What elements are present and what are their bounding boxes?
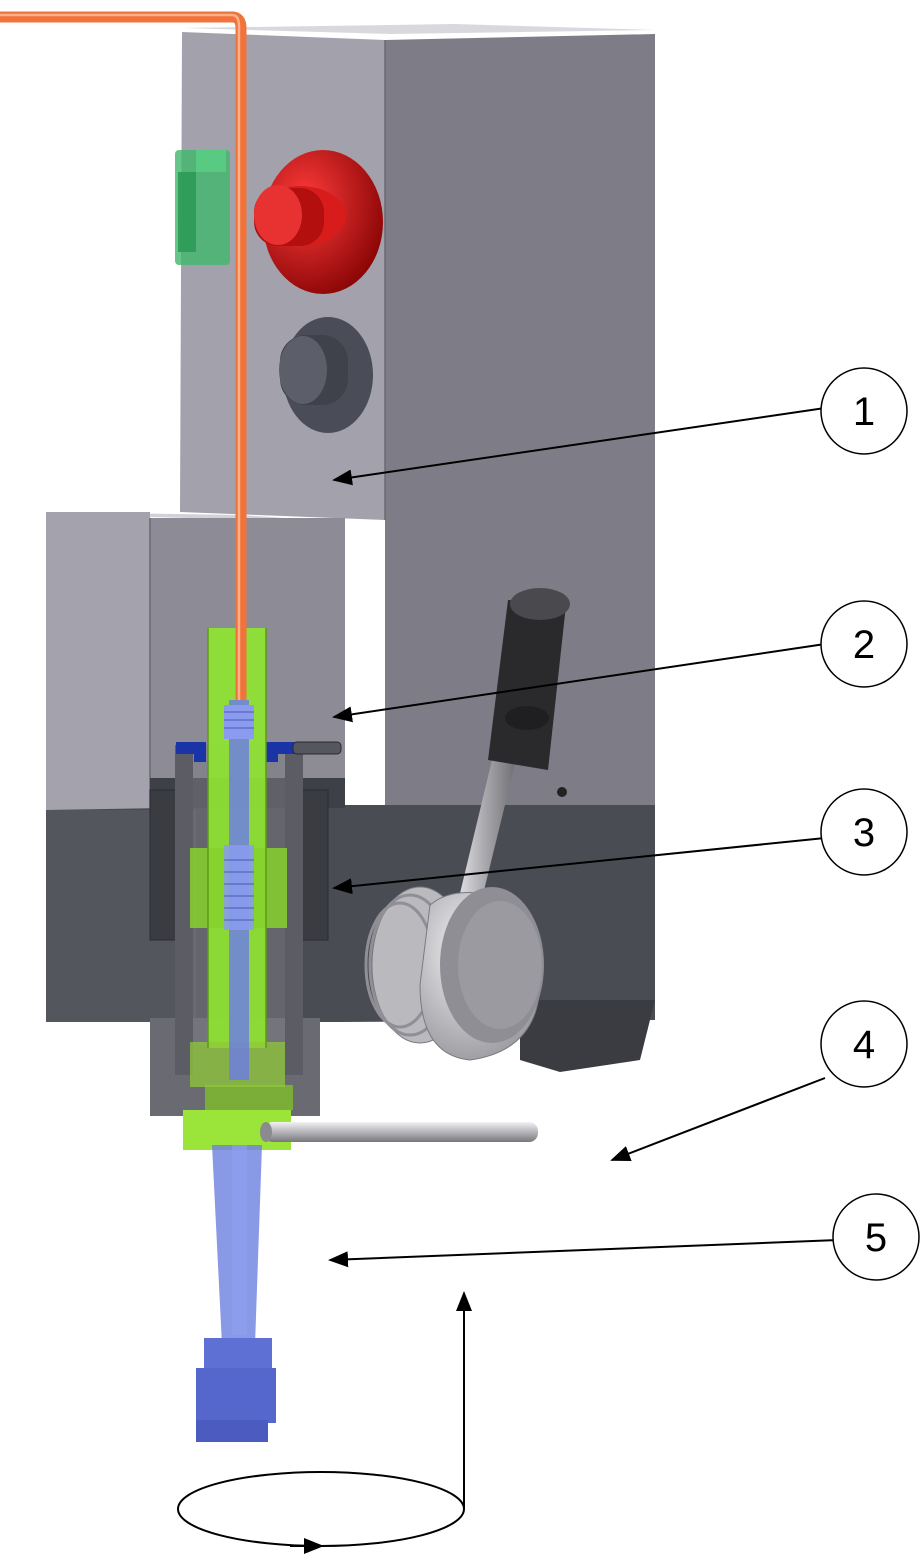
connector-block [175,150,230,265]
emergency-stop-button [254,150,383,294]
leader-lines [328,407,839,1268]
rotation-feed-symbol [177,1291,472,1554]
callout-5-label: 5 [865,1216,887,1260]
start-button [279,317,373,433]
cross-pin [260,1122,538,1142]
upper-housing-top [182,24,655,34]
leader-arrow-5 [328,1239,839,1268]
signal-cable [0,11,247,700]
callout-2: 2 [820,600,908,688]
callout-5: 5 [832,1193,920,1281]
upper-housing-side [385,34,655,805]
leader-arrow-4 [610,1077,826,1161]
leader-arrow-3 [332,837,826,895]
callout-1-label: 1 [853,390,875,434]
callout-4-label: 4 [853,1023,875,1067]
callouts: 1 2 3 4 5 [820,367,920,1281]
drawbar-rod [224,700,254,1080]
callout-1: 1 [820,367,908,455]
callout-3: 3 [820,788,908,876]
feed-lever [456,588,570,915]
set-screw [292,741,342,755]
handwheel [364,886,544,1061]
tool-holder [196,1145,276,1442]
callout-4: 4 [820,1000,908,1088]
lower-base [46,778,655,1072]
callout-3-label: 3 [853,811,875,855]
rotation-ellipse [177,1471,465,1547]
callout-2-label: 2 [853,623,875,667]
leader-arrow-2 [332,643,826,723]
clamp-collar [176,742,296,762]
leader-arrow-1 [332,407,826,486]
